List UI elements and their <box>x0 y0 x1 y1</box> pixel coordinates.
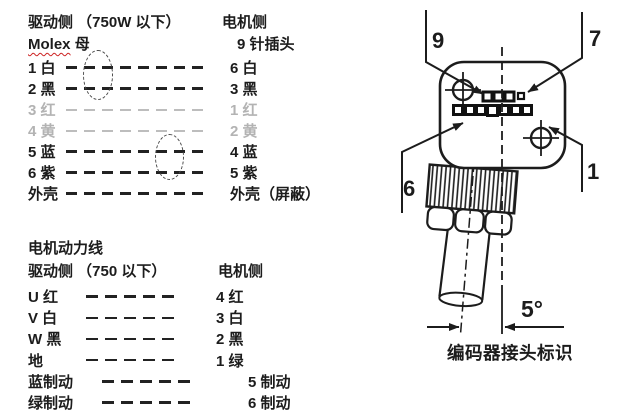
drive-pin-label: 6 紫 <box>28 165 56 182</box>
power-drive-side-title: 驱动侧 （750 以下） <box>28 263 167 280</box>
wire-dash-line <box>66 129 206 132</box>
power-drive-label: 地 <box>28 352 44 370</box>
wire-dash-line <box>66 192 206 195</box>
drive-pin-label: 2 黑 <box>28 81 56 98</box>
wire-dash-line <box>66 66 206 69</box>
encoder-wiring-table: 驱动侧 （750W 以下） 电机侧 Molex 母 9 针插头 1 白 6 白 … <box>28 12 328 204</box>
wire-row: 外壳 外壳（屏蔽） <box>28 183 328 204</box>
power-wire-row: U 红 4 红 <box>28 286 338 307</box>
pin9-label: 9 <box>432 28 444 53</box>
leader-pin1 <box>548 126 583 192</box>
molex-brand-text: Molex <box>28 36 71 53</box>
power-motor-label: 4 红 <box>216 289 244 307</box>
cable-side <box>438 230 449 297</box>
encoder-connector-diagram: 9 7 6 1 5° <box>401 10 601 336</box>
diagram-caption: 编码器接头标识 <box>447 343 573 363</box>
wire-dash-line <box>66 87 206 90</box>
motor-power-table: 电机动力线 驱动侧 （750 以下） 电机侧 U 红 4 红 V 白 3 白 <box>28 238 338 413</box>
cable-assembly <box>425 154 519 336</box>
power-table-header: 驱动侧 （750 以下） 电机侧 <box>28 260 338 284</box>
power-motor-label: 1 绿 <box>216 352 244 370</box>
motor-pin-label: 2 黄 <box>230 123 258 140</box>
power-wire-row: 绿制动 6 制动 <box>28 392 338 413</box>
cable-side <box>481 233 491 301</box>
molex-label: Molex 母 <box>28 36 90 53</box>
drive-pin-label: 1 白 <box>28 60 56 77</box>
power-drive-label: U 红 <box>28 289 59 307</box>
wire-row: 6 紫 5 紫 <box>28 162 328 183</box>
wire-row: 4 黄 2 黄 <box>28 120 328 141</box>
leader-pin7 <box>527 12 583 93</box>
leader-pin9 <box>425 10 484 95</box>
encoder-wire-rows: 1 白 6 白 2 黑 3 黑 3 红 1 红 4 黄 <box>28 57 328 204</box>
power-dash-line <box>102 401 194 404</box>
encoder-table-header: 驱动侧 （750W 以下） 电机侧 <box>28 12 328 34</box>
pin-row-bottom <box>452 104 533 117</box>
power-motor-label: 2 黑 <box>216 331 244 349</box>
nine-pin-plug-label: 9 针插头 <box>237 36 295 53</box>
drive-pin-label: 3 红 <box>28 102 56 119</box>
drive-pin-label: 4 黄 <box>28 123 56 140</box>
power-drive-label: W 黑 <box>28 331 62 349</box>
motor-pin-label: 4 蓝 <box>230 144 258 161</box>
motor-pin-label: 6 白 <box>230 60 258 77</box>
angle-label: 5° <box>521 296 543 322</box>
wire-dash-line <box>66 171 206 174</box>
leader-pin6 <box>401 122 464 213</box>
motor-pin-label: 3 黑 <box>230 81 258 98</box>
motor-pin-label: 外壳（屏蔽） <box>230 186 321 203</box>
wire-row: 5 蓝 4 蓝 <box>28 141 328 162</box>
motor-side-title: 电机侧 <box>222 14 268 31</box>
pin-row-top <box>481 90 526 103</box>
motor-pin-label: 5 紫 <box>230 165 258 182</box>
wire-row: 1 白 6 白 <box>28 57 328 78</box>
knurled-nut <box>425 163 519 215</box>
drive-pin-label: 5 蓝 <box>28 144 56 161</box>
power-dash-line <box>86 316 180 320</box>
power-motor-side-title: 电机侧 <box>218 263 264 280</box>
pin7-label: 7 <box>589 26 601 51</box>
cable-centerline <box>459 154 476 336</box>
drive-side-title: 驱动侧 （750W 以下） <box>28 14 181 31</box>
power-drive-label: 绿制动 <box>28 395 74 413</box>
power-dash-line <box>86 358 180 362</box>
collar-segment <box>483 210 513 236</box>
power-motor-label: 5 制动 <box>248 373 291 391</box>
power-wire-row: W 黑 2 黑 <box>28 328 338 349</box>
power-motor-label: 6 制动 <box>248 395 291 413</box>
power-dash-line <box>86 295 180 298</box>
wire-row: 3 红 1 红 <box>28 99 328 120</box>
screw-bottom-right-icon <box>523 120 559 156</box>
collar-segment <box>426 205 455 232</box>
wire-dash-line <box>66 108 206 111</box>
power-wire-row: 地 1 绿 <box>28 350 338 371</box>
wire-dash-line <box>66 150 206 153</box>
power-drive-label: V 白 <box>28 310 58 328</box>
pin6-label: 6 <box>403 176 415 201</box>
cable-end <box>438 291 484 308</box>
power-wire-row: 蓝制动 5 制动 <box>28 371 338 392</box>
wire-row: 2 黑 3 黑 <box>28 78 328 99</box>
power-dash-line <box>102 380 194 383</box>
molex-suffix-text: 母 <box>74 36 90 53</box>
twisted-pair-ellipse-bottom <box>155 134 184 180</box>
motor-pin-label: 1 红 <box>230 102 258 119</box>
power-drive-label: 蓝制动 <box>28 373 74 391</box>
encoder-table-subheader: Molex 母 9 针插头 <box>28 34 328 56</box>
key-slot <box>516 91 526 101</box>
drive-pin-label: 外壳 <box>28 186 59 203</box>
power-wire-rows: U 红 4 红 V 白 3 白 W 黑 2 黑 地 <box>28 286 338 413</box>
power-wire-row: V 白 3 白 <box>28 307 338 328</box>
twisted-pair-ellipse-top <box>83 50 113 100</box>
power-table-title: 电机动力线 <box>28 240 104 257</box>
power-motor-label: 3 白 <box>216 310 244 328</box>
power-dash-line <box>86 337 180 341</box>
pin1-label: 1 <box>587 159 599 184</box>
